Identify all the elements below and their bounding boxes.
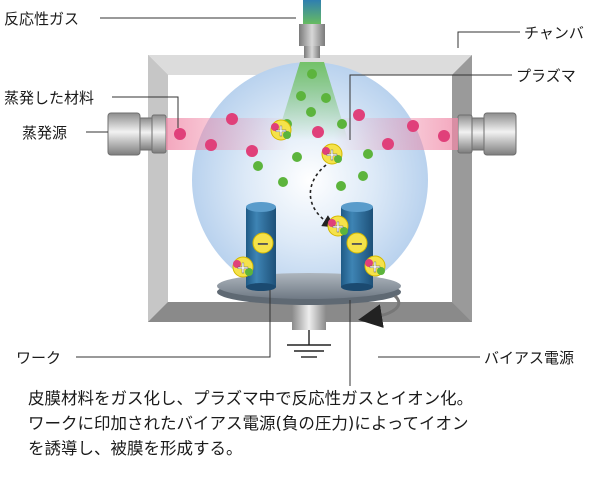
material-particles	[174, 109, 450, 157]
caption-line: を誘導し、被膜を形成する。	[28, 439, 243, 458]
positive-ion: +	[321, 143, 343, 165]
gas-particle	[307, 69, 317, 79]
svg-text:+: +	[368, 257, 381, 276]
material-particle	[205, 139, 217, 151]
gas-inlet	[276, 0, 348, 140]
svg-text:+: +	[236, 258, 249, 277]
evaporation-source-left	[107, 112, 290, 156]
gas-particle	[306, 107, 316, 117]
positive-ion: +	[364, 255, 386, 277]
gas-particle	[336, 181, 346, 191]
material-particle	[226, 113, 238, 125]
gas-particle	[278, 177, 288, 187]
svg-text:−: −	[256, 234, 269, 253]
gas-particle	[321, 93, 331, 103]
evaporation-source-right	[334, 112, 517, 156]
ground-symbol	[287, 330, 331, 358]
svg-text:+: +	[331, 217, 344, 236]
caption-line: ワークに印加されたバイアス電源(負の圧力)によってイオン	[28, 414, 469, 433]
label-plasma: プラズマ	[516, 67, 576, 85]
label-work: ワーク	[16, 349, 61, 367]
caption-line: 皮膜材料をガス化し、プラズマ中で反応性ガスとイオン化。	[28, 389, 474, 408]
material-particle	[174, 128, 186, 140]
positive-ion: +	[232, 256, 254, 278]
material-particle	[246, 145, 258, 157]
material-particle	[382, 138, 394, 150]
positive-ion: +	[327, 215, 349, 237]
material-particle	[353, 109, 365, 121]
label-bias-power: バイアス電源	[484, 349, 574, 367]
svg-text:+: +	[325, 145, 338, 164]
positive-ion: +	[270, 119, 292, 141]
negative-charge: −	[346, 232, 368, 254]
label-evaporated-material: 蒸発した材料	[4, 89, 94, 107]
label-chamber: チャンバ	[524, 24, 584, 42]
gas-particle	[363, 149, 373, 159]
gas-particle	[253, 161, 263, 171]
gas-particle	[358, 171, 368, 181]
material-particle	[312, 126, 324, 138]
gas-particle	[337, 119, 347, 129]
material-particle	[438, 130, 450, 142]
gas-particle	[296, 91, 306, 101]
svg-text:−: −	[350, 234, 363, 253]
negative-charge: −	[252, 232, 274, 254]
label-reactive-gas: 反応性ガス	[4, 10, 79, 28]
svg-text:+: +	[274, 121, 287, 140]
material-particle	[407, 120, 419, 132]
caption: 皮膜材料をガス化し、プラズマ中で反応性ガスとイオン化。 ワークに印加されたバイア…	[28, 386, 588, 461]
label-evaporation-source: 蒸発源	[22, 124, 67, 142]
leader-lines	[76, 17, 520, 386]
gas-particle	[292, 152, 302, 162]
ion-trajectory-arrow	[309, 164, 336, 228]
